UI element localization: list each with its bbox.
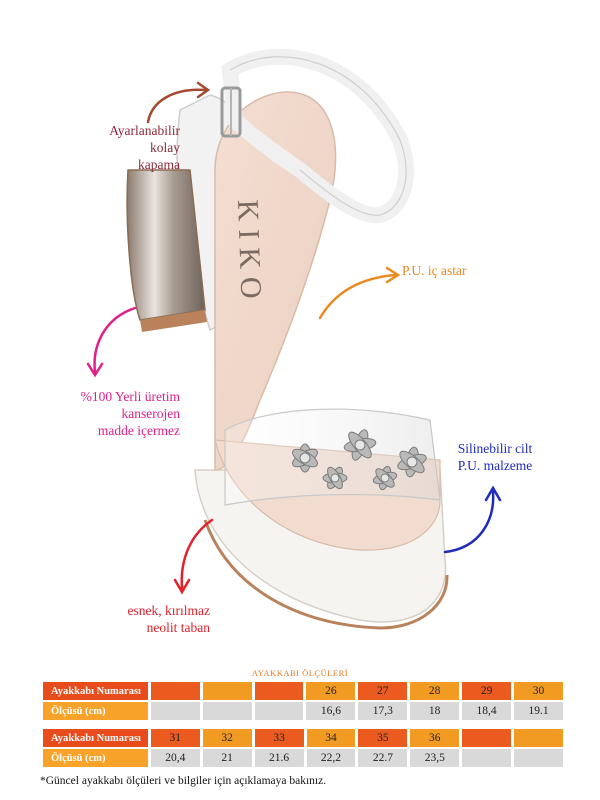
feature-text: neolit taban	[146, 620, 210, 635]
feature-pu-material: Silinebilir cilt P.U. malzeme	[420, 440, 570, 474]
feature-neolite-sole: esnek, kırılmaz neolit taban	[60, 602, 210, 636]
heel-base	[140, 310, 207, 332]
size-number-cell: 26	[306, 682, 356, 700]
size-cm-cell: 18	[410, 702, 460, 720]
size-cm-cell: 22.7	[358, 749, 408, 767]
size-table-1: Ayakkabı Numarası 26 27 28 29 30 Ölçüsü …	[40, 680, 566, 722]
size-cm-cell: 17,3	[358, 702, 408, 720]
size-number-cell: 36	[410, 729, 460, 747]
arrow-lining	[318, 266, 401, 320]
feature-text: %100 Yerli üretim	[80, 389, 180, 404]
size-number-cell	[202, 682, 252, 700]
feature-text: kapama	[138, 157, 180, 172]
size-cm-cell: 23,5	[410, 749, 460, 767]
size-cm-cell	[202, 702, 252, 720]
size-number-cell	[150, 682, 200, 700]
size-number-label: Ayakkabı Numarası	[43, 682, 148, 700]
size-number-cell: 35	[358, 729, 408, 747]
feature-text: esnek, kırılmaz	[127, 603, 210, 618]
feature-text: P.U. malzeme	[457, 458, 533, 473]
size-number-cell	[514, 729, 563, 747]
rhinestone-ornament	[292, 429, 427, 491]
feature-local-production: %100 Yerli üretim kanserojen madde içerm…	[30, 388, 180, 439]
footnote: *Güncel ayakkabı ölçüleri ve bilgiler iç…	[40, 775, 327, 787]
size-number-row: Ayakkabı Numarası 26 27 28 29 30	[43, 682, 563, 700]
size-cm-cell: 22,2	[306, 749, 356, 767]
size-number-row: Ayakkabı Numarası 31 32 33 34 35 36	[43, 729, 563, 747]
size-chart-title: AYAKKABI ÖLÇÜLERİ	[251, 668, 349, 678]
size-cm-cell: 19.1	[514, 702, 563, 720]
feature-text: Silinebilir cilt	[457, 441, 533, 456]
sandal-illustration: KIKO	[86, 48, 502, 630]
size-cm-row: Ölçüsü (cm) 20,4 21 21.6 22,2 22.7 23,5	[43, 749, 563, 767]
size-table-2: Ayakkabı Numarası 31 32 33 34 35 36 Ölçü…	[40, 727, 566, 769]
size-number-cell	[462, 729, 512, 747]
size-cm-label: Ölçüsü (cm)	[43, 749, 148, 767]
size-number-cell: 27	[358, 682, 408, 700]
size-cm-cell	[150, 702, 200, 720]
size-cm-cell	[254, 702, 304, 720]
size-cm-cell	[514, 749, 563, 767]
size-number-cell: 29	[462, 682, 512, 700]
feature-text: madde içermez	[97, 423, 180, 438]
size-cm-row: Ölçüsü (cm) 16,6 17,3 18 18,4 19.1	[43, 702, 563, 720]
arrow-sole	[173, 518, 214, 595]
size-number-cell: 34	[306, 729, 356, 747]
feature-pu-lining: P.U. iç astar	[402, 262, 552, 279]
outsole-edge	[203, 519, 449, 630]
size-cm-cell: 20,4	[150, 749, 200, 767]
size-number-label: Ayakkabı Numarası	[43, 729, 148, 747]
size-number-cell: 30	[514, 682, 563, 700]
arrow-buckle	[146, 81, 211, 124]
size-number-cell: 28	[410, 682, 460, 700]
feature-text: kolay	[150, 140, 180, 155]
feature-text: P.U. iç astar	[402, 263, 467, 278]
size-cm-cell: 21.6	[254, 749, 304, 767]
feature-adjustable-buckle: Ayarlanabilir kolay kapama	[38, 122, 180, 173]
size-number-cell: 32	[202, 729, 252, 747]
size-cm-cell: 16,6	[306, 702, 356, 720]
size-cm-label: Ölçüsü (cm)	[43, 702, 148, 720]
arrow-local	[86, 306, 137, 378]
size-number-cell: 33	[254, 729, 304, 747]
size-cm-cell	[462, 749, 512, 767]
ankle-strap-outline	[229, 56, 407, 216]
brand-logo: KIKO	[231, 199, 268, 307]
arrow-material	[443, 485, 502, 554]
size-cm-cell: 18,4	[462, 702, 512, 720]
size-number-cell	[254, 682, 304, 700]
feature-text: kanserojen	[121, 406, 180, 421]
feature-text: Ayarlanabilir	[109, 123, 180, 138]
size-number-cell: 31	[150, 729, 200, 747]
size-cm-cell: 21	[202, 749, 252, 767]
